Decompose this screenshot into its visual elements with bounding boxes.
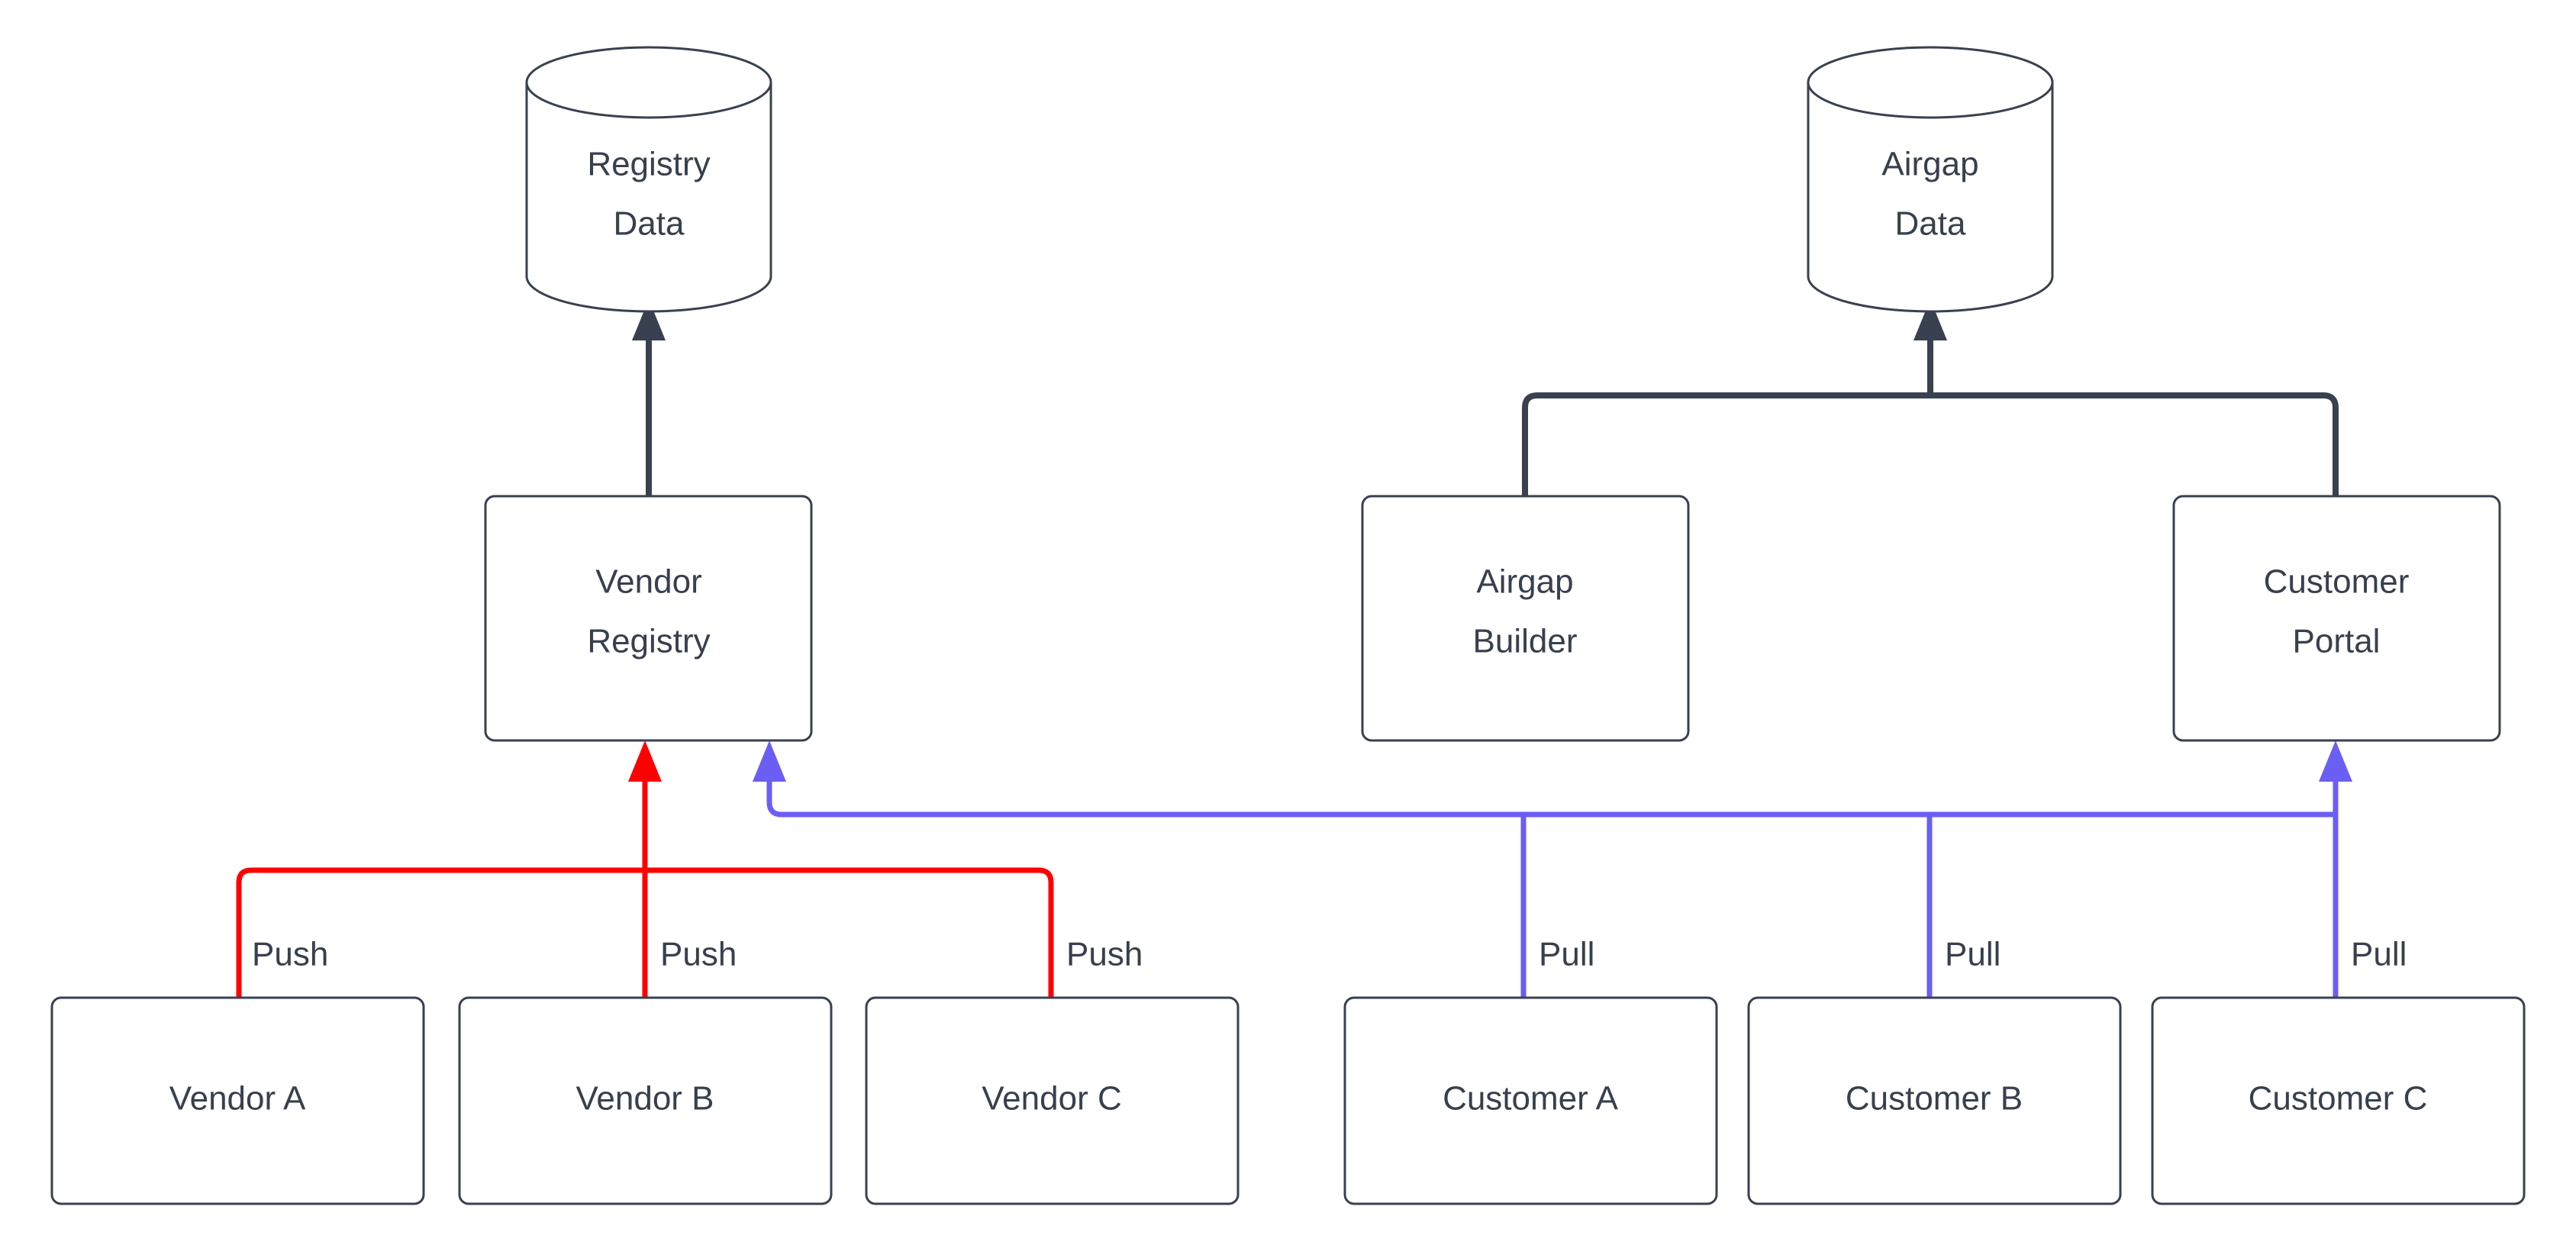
node-customer-a[interactable]: Customer A bbox=[1343, 996, 1718, 1205]
node-box bbox=[1343, 996, 1718, 1205]
node-box bbox=[1747, 996, 2122, 1205]
node-label-line2: Registry bbox=[587, 623, 710, 660]
node-customer-b[interactable]: Customer B bbox=[1747, 996, 2122, 1205]
edge-label-push-2: Push bbox=[660, 936, 737, 973]
node-label: Customer C bbox=[2249, 1080, 2428, 1118]
datastore-registry-data[interactable]: Registry Data bbox=[525, 46, 772, 313]
cylinder-body bbox=[525, 82, 772, 313]
edge-vendor-registry-to-registry-data bbox=[632, 299, 666, 496]
node-label-line1: Airgap bbox=[1476, 563, 1573, 601]
node-customer-c[interactable]: Customer C bbox=[2151, 996, 2526, 1205]
node-label-line1: Customer bbox=[2264, 563, 2410, 601]
node-vendor-b[interactable]: Vendor B bbox=[458, 996, 833, 1205]
edge-group-pull bbox=[753, 740, 2352, 998]
node-label: Customer B bbox=[1846, 1080, 2023, 1118]
node-customer-portal[interactable]: Customer Portal bbox=[2172, 495, 2501, 742]
datastore-label-line1: Airgap bbox=[1881, 146, 1978, 183]
arrow-head-up-icon bbox=[753, 740, 786, 782]
node-label: Vendor B bbox=[575, 1080, 714, 1118]
datastore-label-line1: Registry bbox=[587, 146, 710, 183]
arrow-head-up-icon bbox=[632, 299, 666, 340]
node-vendor-a[interactable]: Vendor A bbox=[50, 996, 425, 1205]
datastore-label-line2: Data bbox=[614, 205, 685, 243]
node-vendor-c[interactable]: Vendor C bbox=[865, 996, 1240, 1205]
edge-label-push-3: Push bbox=[1066, 936, 1143, 973]
node-label: Vendor A bbox=[169, 1080, 306, 1118]
edge-services-to-airgap-data bbox=[1522, 299, 2339, 496]
node-vendor-registry[interactable]: Vendor Registry bbox=[484, 495, 813, 742]
cylinder-body bbox=[1807, 82, 2054, 313]
cylinder-top-ellipse bbox=[1807, 46, 2054, 119]
edge-label-pull-1: Pull bbox=[1539, 936, 1594, 973]
node-label-line1: Vendor bbox=[595, 563, 701, 601]
node-label: Vendor C bbox=[982, 1080, 1121, 1118]
node-box bbox=[458, 996, 833, 1205]
arrow-head-up-icon bbox=[2319, 740, 2352, 782]
edge-label-pull-2: Pull bbox=[1945, 936, 2001, 973]
node-box bbox=[1361, 495, 1690, 742]
node-box bbox=[50, 996, 425, 1205]
node-box bbox=[865, 996, 1240, 1205]
node-box bbox=[2172, 495, 2501, 742]
edge-merge-bar bbox=[1522, 392, 2339, 496]
arrow-head-up-icon bbox=[1913, 299, 1947, 340]
datastore-label-line2: Data bbox=[1895, 205, 1966, 243]
node-airgap-builder[interactable]: Airgap Builder bbox=[1361, 495, 1690, 742]
node-label: Customer A bbox=[1443, 1080, 1619, 1118]
node-box bbox=[484, 495, 813, 742]
cylinder-top-ellipse bbox=[525, 46, 772, 119]
edge-label-pull-3: Pull bbox=[2351, 936, 2407, 973]
pull-bus-line bbox=[766, 802, 2336, 818]
arrow-head-up-icon bbox=[628, 740, 662, 782]
node-box bbox=[2151, 996, 2526, 1205]
edge-group-push bbox=[236, 740, 1054, 998]
edge-label-push-1: Push bbox=[252, 936, 328, 973]
datastore-airgap-data[interactable]: Airgap Data bbox=[1807, 46, 2054, 313]
node-label-line2: Builder bbox=[1473, 623, 1578, 660]
node-label-line2: Portal bbox=[2293, 623, 2381, 660]
